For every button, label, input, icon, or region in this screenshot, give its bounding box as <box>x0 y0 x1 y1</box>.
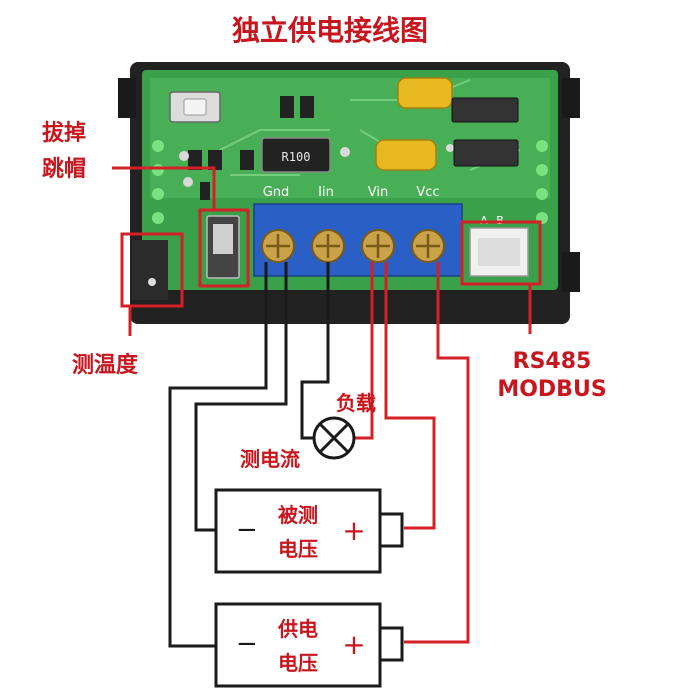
rs485-port-inner <box>478 238 520 266</box>
battery-measured-minus: − <box>236 515 258 545</box>
shunt-resistor <box>261 137 331 173</box>
jumper-callout-line <box>112 166 216 210</box>
battery-measured: − + 被测 电压 <box>214 488 404 574</box>
current-label: 测电流 <box>240 447 300 471</box>
terminal-screws <box>261 229 445 263</box>
smd-component <box>200 182 210 200</box>
black-wires <box>168 262 330 648</box>
diode <box>451 97 519 123</box>
diode <box>453 139 519 167</box>
terminal-label-vin: Vin <box>368 185 388 200</box>
temp-sensor <box>148 278 156 286</box>
terminal-label-vcc: Vcc <box>416 185 439 200</box>
rs485-callout-box <box>460 220 542 286</box>
smd-component <box>300 96 314 118</box>
test-pad <box>179 151 189 161</box>
load-label: 负载 <box>336 391 376 415</box>
temp-label: 测温度 <box>72 352 139 378</box>
battery-measured-plus: + <box>342 514 365 547</box>
battery-supply: − + 供电 电压 <box>214 602 404 688</box>
load-lamp-cross <box>318 422 350 454</box>
test-pad <box>183 177 193 187</box>
battery-supply-label-bottom: 电压 <box>278 651 318 675</box>
capacitor <box>397 77 453 109</box>
temp-sensor-port <box>132 240 168 300</box>
housing-clip-right <box>562 78 580 118</box>
smd-component <box>188 150 202 170</box>
tactile-switch-button <box>183 98 207 116</box>
smd-component <box>208 150 222 170</box>
terminal-label-iin: Iin <box>318 185 334 200</box>
battery-supply-label-top: 供电 <box>277 617 318 641</box>
test-pad <box>340 147 350 157</box>
test-pad <box>446 144 454 152</box>
battery-supply-plus: + <box>342 628 365 661</box>
diagram-title: 独立供电接线图 <box>232 14 428 47</box>
rs485-label-line2: MODBUS <box>497 377 606 402</box>
battery-measured-label-top: 被测 <box>278 503 318 527</box>
terminal-label-gnd: Gnd <box>263 185 290 200</box>
jumper-label-line2: 跳帽 <box>42 156 86 182</box>
red-wires <box>354 262 470 644</box>
resistor-code: R100 <box>282 150 311 164</box>
rs485-label-line1: RS485 <box>513 349 592 374</box>
jumper-callout-box <box>198 208 250 288</box>
battery-measured-label-bottom: 电压 <box>278 537 318 561</box>
jumper-label-line1: 拔掉 <box>42 120 86 146</box>
temp-callout-box <box>120 232 184 308</box>
jumper-cap <box>213 224 233 254</box>
housing-clip-left <box>118 78 136 118</box>
battery-supply-minus: − <box>236 629 258 659</box>
smd-component <box>280 96 294 118</box>
housing-clip-right-lower <box>562 252 580 292</box>
smd-component <box>240 150 254 170</box>
capacitor <box>375 139 437 171</box>
